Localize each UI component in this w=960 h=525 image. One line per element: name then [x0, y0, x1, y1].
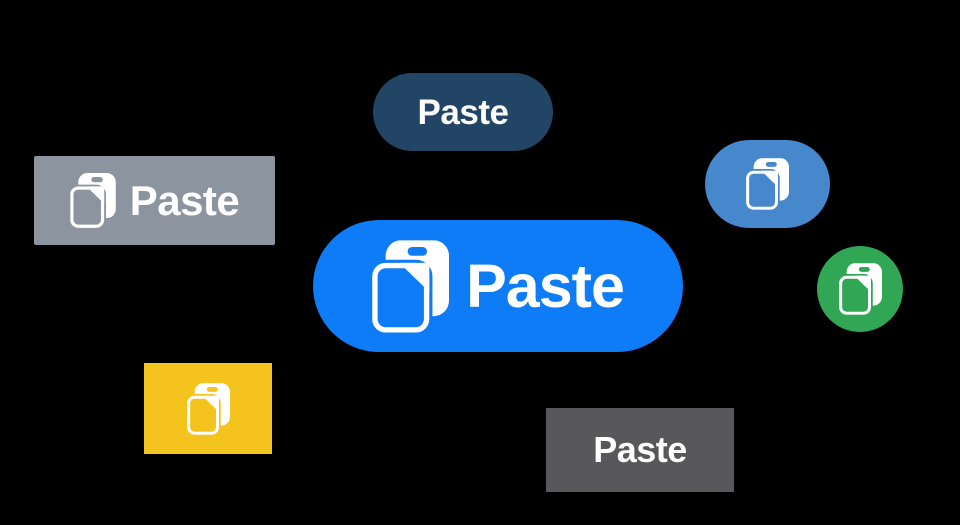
paste-button-navy-pill[interactable]: Paste [373, 73, 553, 151]
paste-icon [839, 263, 882, 315]
paste-button-blue-icon-pill[interactable] [705, 140, 830, 228]
paste-icon [746, 158, 789, 210]
paste-button-label: Paste [593, 429, 687, 470]
paste-button-label: Paste [417, 92, 509, 132]
paste-button-blue-pill-large[interactable]: Paste [313, 220, 683, 352]
paste-button-darkgray-rect[interactable]: Paste [546, 408, 734, 492]
paste-icon [70, 173, 116, 228]
paste-icon [372, 240, 449, 333]
paste-icon [187, 383, 230, 435]
paste-button-gray-rect[interactable]: Paste [34, 156, 275, 245]
paste-button-label: Paste [466, 251, 625, 320]
paste-button-yellow-rect[interactable] [144, 363, 272, 454]
paste-button-label: Paste [129, 176, 240, 224]
paste-button-green-circle[interactable] [817, 246, 903, 332]
